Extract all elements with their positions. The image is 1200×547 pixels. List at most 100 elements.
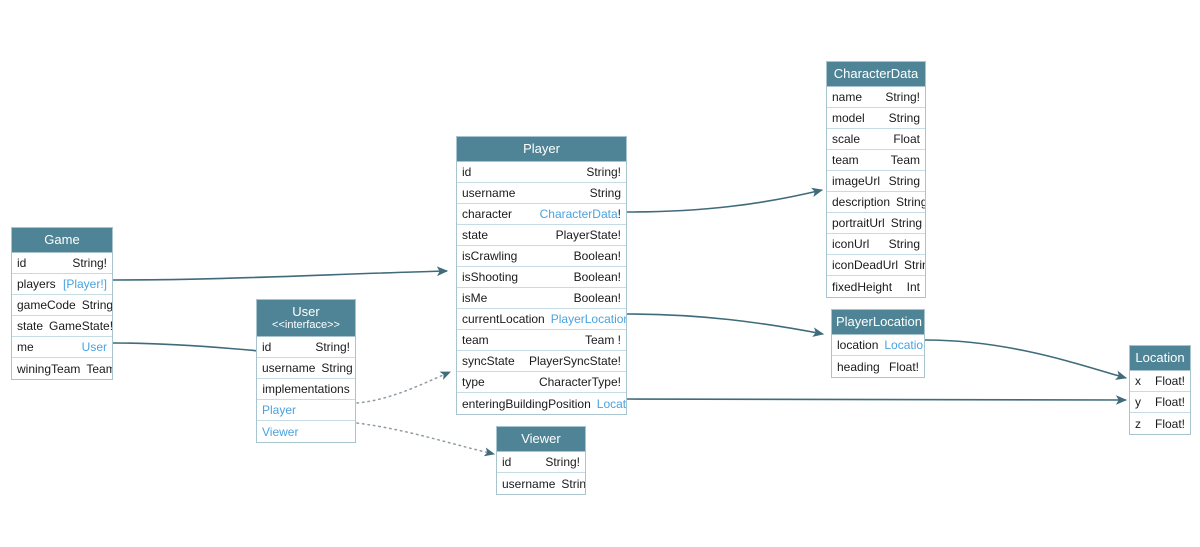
field-name: isShooting (462, 270, 519, 284)
field-type: [Player!] (62, 277, 107, 291)
field-type: String (888, 237, 920, 251)
field-row[interactable]: isShooting Boolean! (457, 267, 626, 288)
field-row[interactable]: id String! (497, 452, 585, 473)
field-row[interactable]: id String! (457, 162, 626, 183)
field-row[interactable]: fixedHeight Int (827, 276, 925, 297)
field-row[interactable]: portraitUrl String (827, 213, 925, 234)
entity-player-title: Player (457, 137, 626, 162)
entity-characterdata[interactable]: CharacterData name String! model String … (826, 61, 926, 298)
field-name: character (462, 207, 513, 221)
field-row[interactable]: username String (497, 473, 585, 494)
field-type: String (888, 174, 920, 188)
field-name: players (17, 277, 56, 291)
entity-user-name: User (292, 304, 320, 319)
field-name: name (832, 90, 863, 104)
field-row[interactable]: id String! (12, 253, 112, 274)
field-row[interactable]: name String! (827, 87, 925, 108)
field-name: isMe (462, 291, 488, 305)
field-type: Float! (1154, 395, 1185, 409)
implementation-item-player[interactable]: Player (257, 400, 355, 421)
implementation-item-viewer[interactable]: Viewer (257, 421, 355, 442)
entity-location[interactable]: Location x Float! y Float! z Float! (1129, 345, 1191, 435)
field-name: id (262, 340, 272, 354)
field-type: Location! (878, 338, 924, 352)
field-type: String (904, 258, 925, 272)
field-name: id (17, 256, 27, 270)
field-type: Team (86, 361, 112, 376)
edge-user-implements-player (356, 371, 451, 404)
field-type: Boolean! (573, 291, 621, 305)
field-row[interactable]: imageUrl String (827, 171, 925, 192)
field-row[interactable]: enteringBuildingPosition Location (457, 393, 626, 414)
field-type: PlayerState! (555, 228, 621, 242)
edge-game-players-to-player (112, 266, 449, 281)
field-type: Int (906, 279, 920, 294)
field-row[interactable]: team Team ! (457, 330, 626, 351)
field-row[interactable]: scale Float (827, 129, 925, 150)
field-type: Boolean! (573, 270, 621, 284)
field-row[interactable]: state GameState! (12, 316, 112, 337)
field-row[interactable]: currentLocation PlayerLocation! (457, 309, 626, 330)
field-row[interactable]: description String (827, 192, 925, 213)
field-type-ref: CharacterData (539, 207, 618, 221)
field-row[interactable]: isMe Boolean! (457, 288, 626, 309)
field-type: String! (81, 298, 112, 312)
field-row[interactable]: location Location! (832, 335, 924, 356)
entity-player[interactable]: Player id String! username String charac… (456, 136, 627, 415)
field-type-bang: ! (617, 207, 621, 221)
field-row[interactable]: username String (257, 358, 355, 379)
field-name: scale (832, 132, 861, 146)
field-row[interactable]: iconDeadUrl String (827, 255, 925, 276)
field-name: description (832, 195, 891, 209)
entity-viewer[interactable]: Viewer id String! username String (496, 426, 586, 495)
field-name: type (462, 375, 485, 389)
field-type: String! (586, 165, 621, 179)
field-name: model (832, 111, 865, 125)
field-type: String! (885, 90, 920, 104)
field-type: String! (545, 455, 580, 469)
field-row[interactable]: syncState PlayerSyncState! (457, 351, 626, 372)
field-row[interactable]: type CharacterType! (457, 372, 626, 393)
field-row[interactable]: model String (827, 108, 925, 129)
field-name: fixedHeight (832, 279, 893, 294)
entity-user-title: User <<interface>> (257, 300, 355, 337)
field-row[interactable]: me User (12, 337, 112, 358)
field-row[interactable]: z Float! (1130, 413, 1190, 434)
field-row[interactable]: y Float! (1130, 392, 1190, 413)
field-row[interactable]: character CharacterData! (457, 204, 626, 225)
entity-playerlocation[interactable]: PlayerLocation location Location! headin… (831, 309, 925, 378)
field-row[interactable]: isCrawling Boolean! (457, 246, 626, 267)
field-row[interactable]: username String (457, 183, 626, 204)
edge-player-character-to-characterdata (626, 187, 824, 213)
field-type: String (589, 186, 621, 200)
field-type: String! (72, 256, 107, 270)
entity-playerlocation-title: PlayerLocation (832, 310, 924, 335)
field-type: Team (890, 153, 920, 167)
entity-game-title: Game (12, 228, 112, 253)
entity-game[interactable]: Game id String! players [Player!] gameCo… (11, 227, 113, 380)
field-type: String (896, 195, 925, 209)
field-row[interactable]: team Team (827, 150, 925, 171)
edge-player-currentlocation-to-playerlocation (626, 313, 825, 337)
field-name: iconDeadUrl (832, 258, 899, 272)
field-row[interactable]: heading Float! (832, 356, 924, 377)
field-type: Float! (1154, 374, 1185, 388)
field-row[interactable]: state PlayerState! (457, 225, 626, 246)
field-type: String (888, 111, 920, 125)
entity-characterdata-title: CharacterData (827, 62, 925, 87)
field-name: state (17, 319, 44, 333)
field-type: User (81, 340, 107, 354)
field-row[interactable]: players [Player!] (12, 274, 112, 295)
field-row[interactable]: x Float! (1130, 371, 1190, 392)
field-row[interactable]: iconUrl String (827, 234, 925, 255)
entity-user[interactable]: User <<interface>> id String! username S… (256, 299, 356, 443)
field-type: Boolean! (573, 249, 621, 263)
field-name: y (1135, 395, 1141, 409)
field-name: id (502, 455, 512, 469)
field-row[interactable]: id String! (257, 337, 355, 358)
field-row[interactable]: winingTeam Team (12, 358, 112, 379)
field-name: isCrawling (462, 249, 518, 263)
field-row[interactable]: gameCode String! (12, 295, 112, 316)
field-type: Location (596, 396, 626, 411)
field-type: Float! (1154, 416, 1185, 431)
